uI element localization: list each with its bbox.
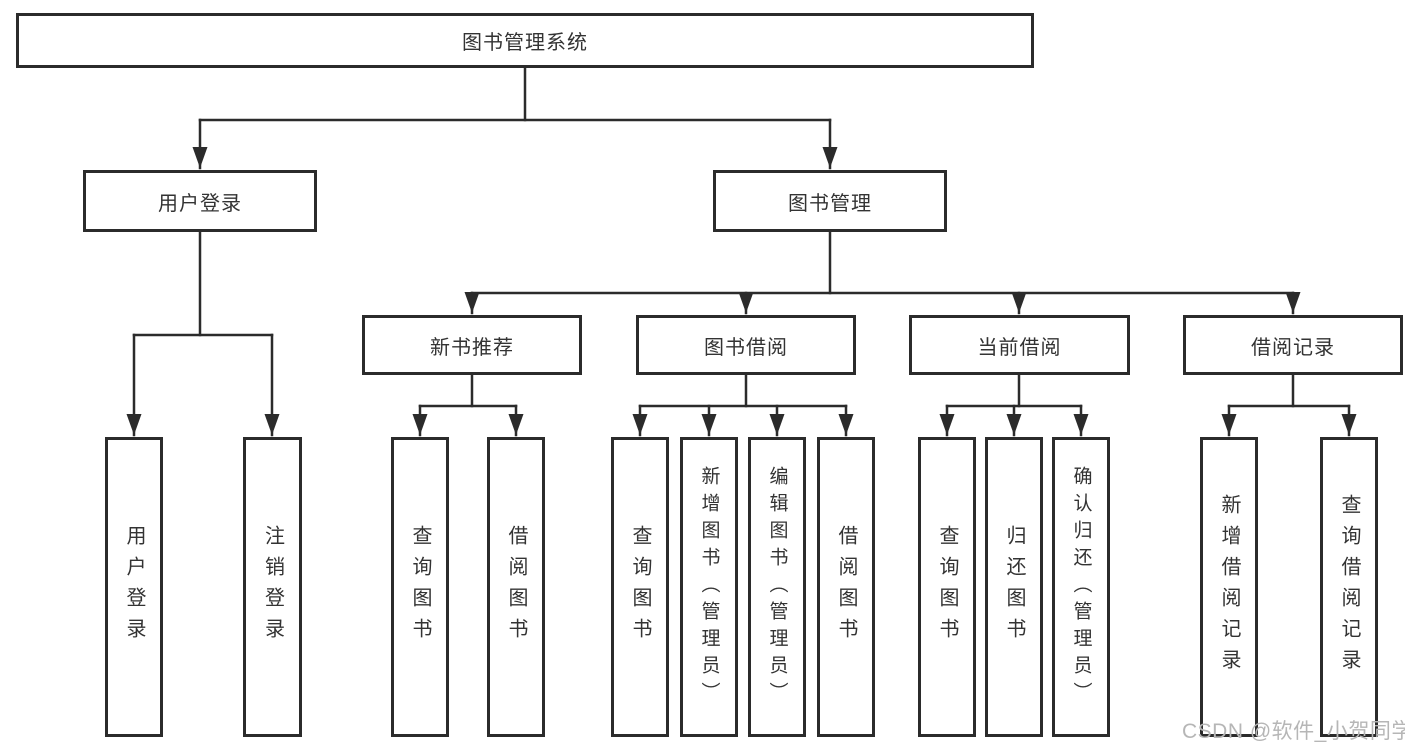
leaf-add-borrow-record: 新增借阅记录 [1200, 437, 1258, 737]
leaf-borrow-books-recommend: 借阅图书 [487, 437, 545, 737]
branch-book-borrow: 图书借阅 [636, 315, 856, 375]
leaf-query-borrow-record: 查询借阅记录 [1320, 437, 1378, 737]
branch-new-book-recommend: 新书推荐 [362, 315, 582, 375]
leaf-user-login: 用户登录 [105, 437, 163, 737]
leaf-logout: 注销登录 [243, 437, 302, 737]
csdn-watermark: CSDN @软件_小贺同学 [1182, 720, 1405, 743]
leaf-add-book-admin: 新增图书（管理员） [680, 437, 738, 737]
leaf-borrow-books: 借阅图书 [817, 437, 875, 737]
leaf-query-books-recommend: 查询图书 [391, 437, 449, 737]
leaf-edit-book-admin: 编辑图书（管理员） [748, 437, 806, 737]
branch-user-login: 用户登录 [83, 170, 317, 232]
leaf-query-books-current: 查询图书 [918, 437, 976, 737]
node-root-system: 图书管理系统 [16, 13, 1034, 68]
branch-book-management: 图书管理 [713, 170, 947, 232]
leaf-return-book: 归还图书 [985, 437, 1043, 737]
branch-current-borrow: 当前借阅 [909, 315, 1130, 375]
branch-borrow-records: 借阅记录 [1183, 315, 1403, 375]
leaf-confirm-return-admin: 确认归还（管理员） [1052, 437, 1110, 737]
leaf-query-books-borrow: 查询图书 [611, 437, 669, 737]
